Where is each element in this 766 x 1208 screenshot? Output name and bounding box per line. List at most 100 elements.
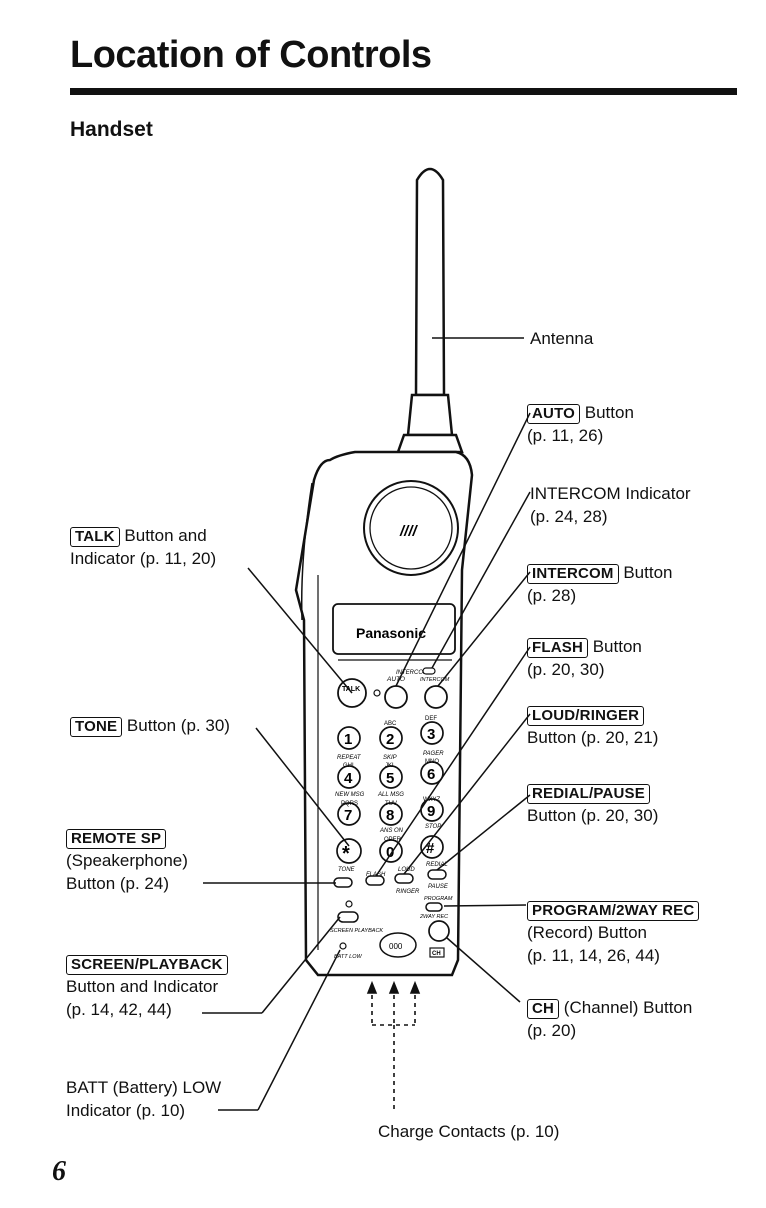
label-redial-pause: REDIAL/PAUSE Button (p. 20, 30) <box>527 784 659 825</box>
leader-lines <box>202 337 531 1111</box>
antenna-drawing <box>396 167 464 454</box>
section-title: Handset <box>70 118 153 141</box>
svg-text:TONE: TONE <box>338 867 356 873</box>
svg-text:TUV: TUV <box>385 801 397 807</box>
svg-text:ANS ON: ANS ON <box>379 828 404 834</box>
page-number: 6 <box>52 1156 66 1187</box>
charge-contacts <box>366 980 421 1112</box>
label-talk: TALK Button and Indicator (p. 11, 20) <box>70 526 217 568</box>
svg-text:JKL: JKL <box>385 763 396 769</box>
svg-text:INTERCOM: INTERCOM <box>420 677 450 683</box>
remote-sp-button <box>333 877 353 888</box>
label-screen-playback: SCREEN/PLAYBACK Button and Indicator (p.… <box>66 952 228 1021</box>
label-remote-sp: REMOTE SP (Speakerphone) Button (p. 24) <box>66 829 188 893</box>
title-rule <box>70 88 737 95</box>
handset-body: //// Panasonic INTERCOM TALK AUTO INTERC… <box>294 450 474 1112</box>
program-key: PROGRAM/2WAY REC <box>527 901 700 921</box>
svg-text:REDIAL: REDIAL <box>426 862 448 868</box>
key-1 <box>337 726 361 750</box>
svg-text:AUTO: AUTO <box>386 676 405 683</box>
svg-text:DEF: DEF <box>425 716 437 722</box>
svg-text:TALK: TALK <box>342 686 360 693</box>
svg-text:6: 6 <box>427 766 435 783</box>
svg-text:PAGER: PAGER <box>423 751 444 757</box>
redial-pause-button <box>427 869 447 880</box>
earpiece-grille: //// <box>399 523 419 540</box>
svg-text:2: 2 <box>386 731 394 748</box>
key-star <box>336 838 362 864</box>
intercom-mark: INTERCOM <box>396 670 428 676</box>
label-ch: CH (Channel) Button (p. 20) <box>527 998 693 1040</box>
label-loud-ringer: LOUD/RINGER Button (p. 20, 21) <box>527 706 659 747</box>
label-intercom-indicator: INTERCOM Indicator (p. 24, 28) <box>530 484 691 526</box>
auto-button <box>384 685 408 709</box>
redial-pause-key: REDIAL/PAUSE <box>527 784 650 804</box>
label-flash: FLASH Button (p. 20, 30) <box>527 637 642 679</box>
key-6 <box>420 761 444 785</box>
loud-ringer-key: LOUD/RINGER <box>527 706 645 726</box>
intercom-button <box>424 685 448 709</box>
display-window <box>332 603 456 655</box>
svg-text:OPER: OPER <box>384 837 402 843</box>
svg-text:5: 5 <box>386 770 394 787</box>
earpiece <box>363 480 459 576</box>
svg-text:PAUSE: PAUSE <box>428 884 449 890</box>
svg-text:8: 8 <box>386 807 394 824</box>
svg-text:1: 1 <box>344 731 352 748</box>
svg-text:0: 0 <box>386 844 394 861</box>
ch-button <box>428 920 450 942</box>
page-title: Location of Controls <box>70 34 432 76</box>
key-3 <box>420 721 444 745</box>
svg-text:CH: CH <box>432 951 441 957</box>
tone-key: TONE <box>70 717 123 737</box>
svg-text:9: 9 <box>427 803 435 820</box>
svg-text:PQRS: PQRS <box>341 801 358 807</box>
svg-text:7: 7 <box>344 807 352 824</box>
flash-button <box>365 875 385 886</box>
screen-playback-key: SCREEN/PLAYBACK <box>66 955 228 975</box>
speaker-grille <box>379 932 417 958</box>
intercom-key: INTERCOM <box>527 564 619 584</box>
screen-playback-button <box>337 911 359 923</box>
svg-text:NEW MSG: NEW MSG <box>335 792 365 798</box>
label-intercom-button: INTERCOM Button (p. 28) <box>527 563 673 605</box>
key-pound <box>420 835 444 859</box>
label-charge-contacts: Charge Contacts (p. 10) <box>378 1122 560 1141</box>
ch-key: CH <box>527 999 560 1019</box>
svg-text:WXYZ: WXYZ <box>423 797 441 803</box>
svg-text:3: 3 <box>427 726 435 743</box>
loud-ringer-button <box>394 873 414 884</box>
svg-text:4: 4 <box>344 770 353 787</box>
key-4 <box>337 765 361 789</box>
brand-logo: Panasonic <box>356 625 426 641</box>
key-2 <box>379 726 403 750</box>
talk-key: TALK <box>70 527 120 547</box>
svg-text:PROGRAM: PROGRAM <box>424 896 453 902</box>
svg-text:ABC: ABC <box>384 721 397 727</box>
svg-text:2WAY REC: 2WAY REC <box>419 914 448 920</box>
svg-text:REPEAT: REPEAT <box>337 755 362 761</box>
intercom-indicator <box>422 667 436 675</box>
svg-text:#: # <box>426 840 435 857</box>
label-batt-low: BATT (Battery) LOW Indicator (p. 10) <box>66 1078 222 1120</box>
label-program: PROGRAM/2WAY REC (Record) Button (p. 11,… <box>527 898 700 967</box>
keypad: 1 2 ABC 3 DEF REPEAT SKIP PAGER 4 GHI 5 … <box>335 716 444 865</box>
svg-text:STOP: STOP <box>425 824 441 830</box>
svg-text:*: * <box>342 843 350 865</box>
key-8 <box>379 802 403 826</box>
label-antenna: Antenna <box>530 329 594 348</box>
flash-key: FLASH <box>527 638 588 658</box>
key-7 <box>337 802 361 826</box>
svg-text:ALL MSG: ALL MSG <box>377 792 404 798</box>
svg-text:SCREEN PLAYBACK: SCREEN PLAYBACK <box>330 928 383 934</box>
key-5 <box>379 765 403 789</box>
label-tone: TONE Button (p. 30) <box>70 714 230 737</box>
svg-text:RINGER: RINGER <box>396 889 420 895</box>
svg-text:SKIP: SKIP <box>383 755 397 761</box>
program-button <box>425 902 443 912</box>
label-auto: AUTO Button (p. 11, 26) <box>527 403 634 445</box>
svg-text:BATT LOW: BATT LOW <box>334 954 363 960</box>
svg-text:MNO: MNO <box>425 759 439 765</box>
auto-key: AUTO <box>527 404 581 424</box>
